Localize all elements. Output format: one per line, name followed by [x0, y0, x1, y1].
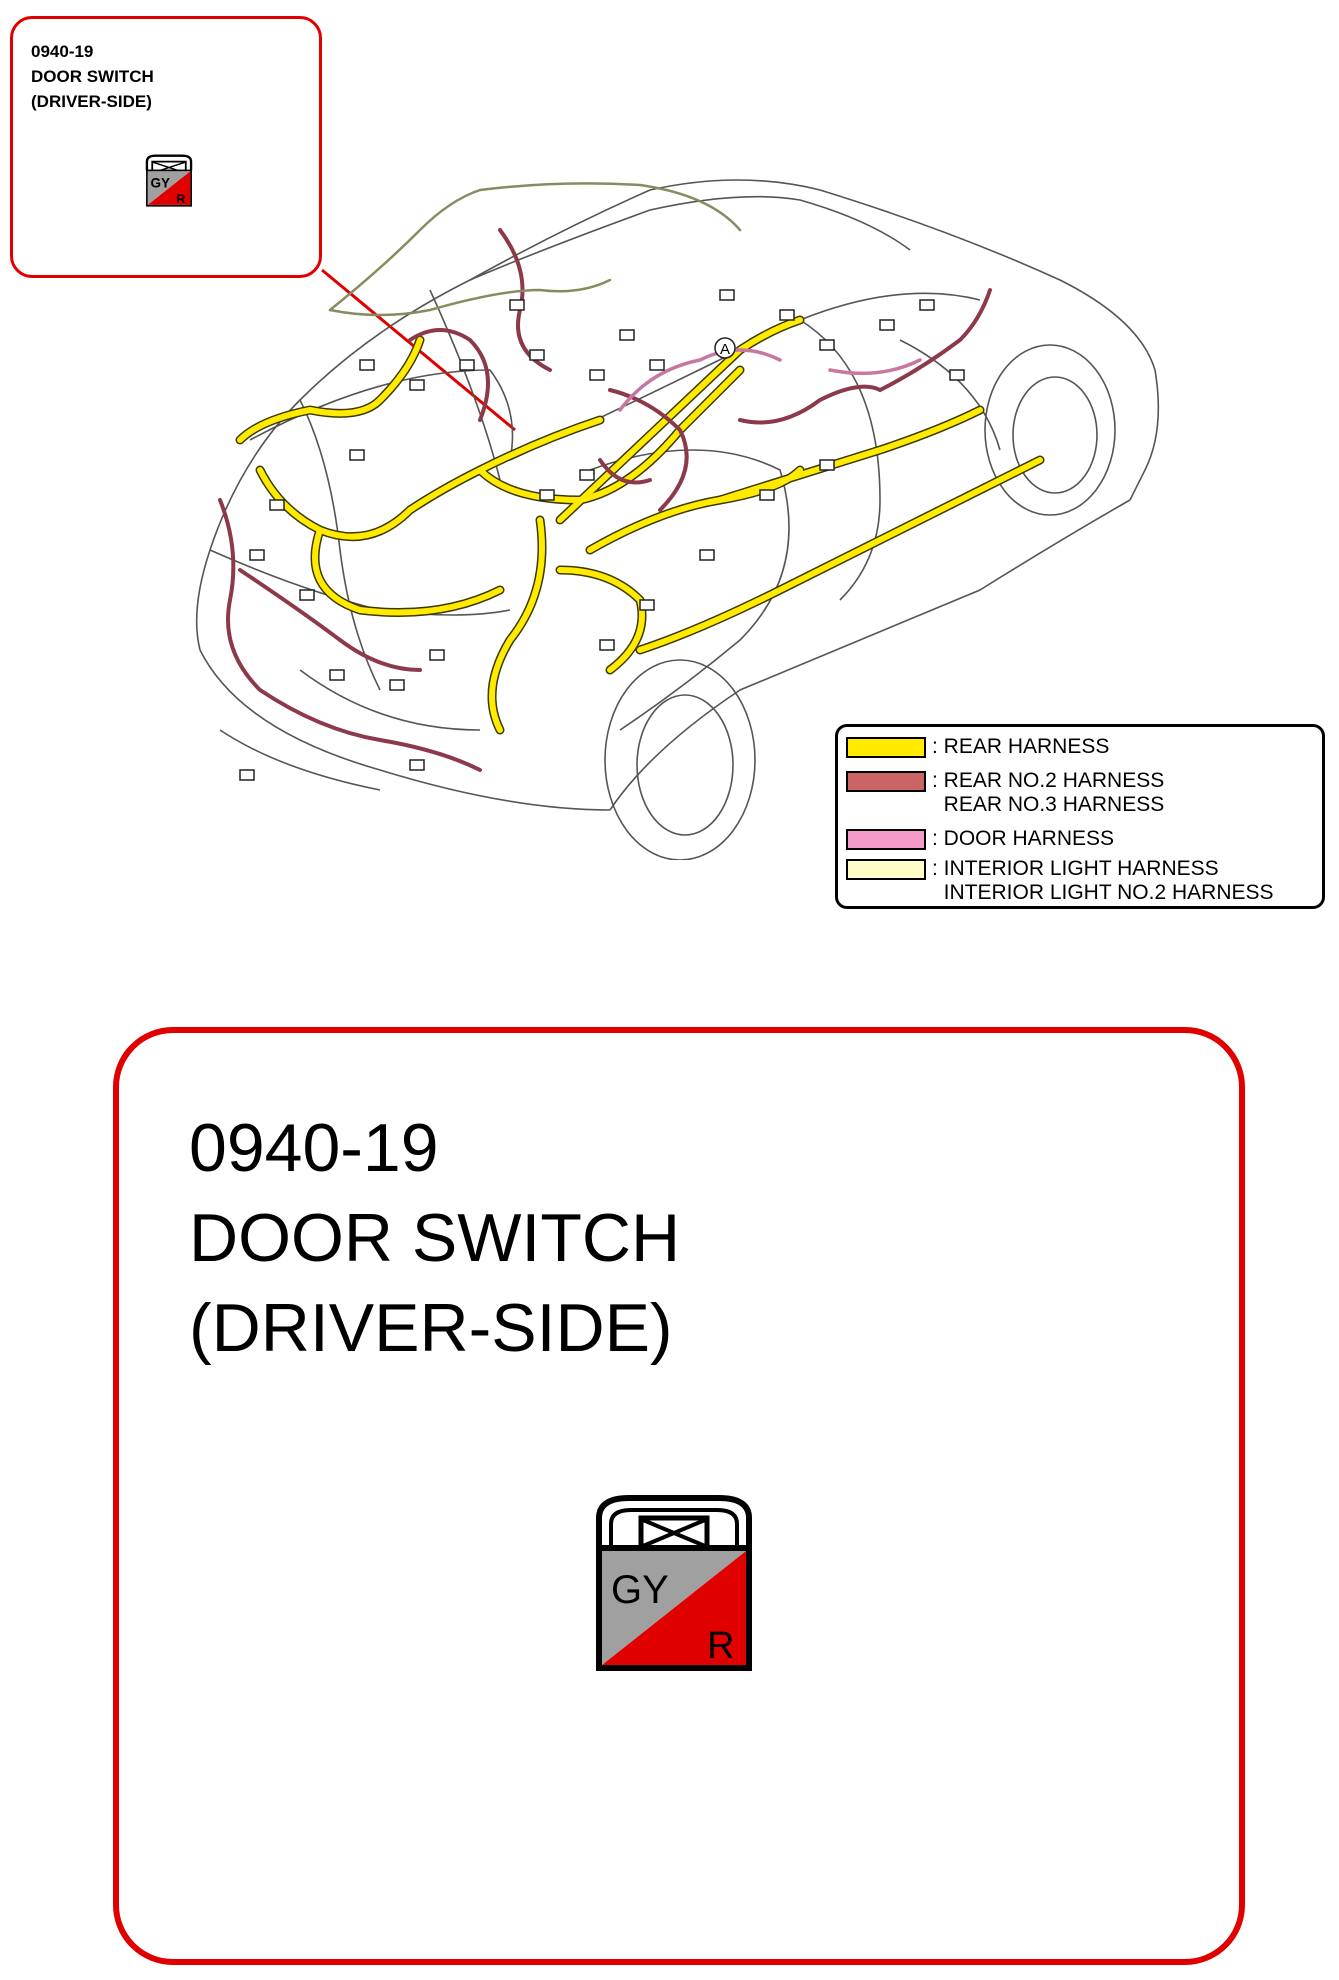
mini-color-right: R — [176, 192, 185, 206]
large-color-left: GY — [611, 1568, 669, 1612]
callout-text: 0940-19 DOOR SWITCH (DRIVER-SIDE) — [31, 39, 154, 114]
legend-label-rear-no2-harness: : REAR NO.2 HARNESS — [932, 769, 1165, 792]
legend-swatch-rear-no2-harness — [846, 771, 926, 792]
legend-item-rear-no2-harness: : REAR NO.2 HARNESS REAR NO.3 HARNESS — [846, 769, 1164, 817]
legend-label-interior-light-harness: : INTERIOR LIGHT HARNESS — [932, 857, 1219, 880]
detail-name-line1: DOOR SWITCH — [189, 1200, 681, 1276]
connector-callout-small[interactable]: 0940-19 DOOR SWITCH (DRIVER-SIDE) GY R — [10, 16, 322, 278]
legend-label-interior-light-no2-harness: INTERIOR LIGHT NO.2 HARNESS — [932, 881, 1274, 904]
legend-item-rear-harness: : REAR HARNESS — [846, 735, 1109, 759]
detail-name-line2: (DRIVER-SIDE) — [189, 1290, 673, 1366]
connector-icon-small: GY R — [145, 154, 193, 207]
mini-color-left: GY — [150, 176, 170, 191]
legend-swatch-door-harness — [846, 829, 926, 850]
legend-item-door-harness: : DOOR HARNESS — [846, 827, 1114, 851]
legend-label-rear-harness: : REAR HARNESS — [932, 735, 1110, 758]
legend-item-interior-light-harness: : INTERIOR LIGHT HARNESS INTERIOR LIGHT … — [846, 857, 1274, 905]
callout-name-line2: (DRIVER-SIDE) — [31, 92, 152, 111]
connector-detail-panel: 0940-19 DOOR SWITCH (DRIVER-SIDE) GY R — [113, 1027, 1245, 1965]
vehicle-harness-drawing: A — [195, 179, 1160, 860]
connector-r-region — [602, 1551, 746, 1665]
detail-code: 0940-19 — [189, 1110, 439, 1186]
large-color-right: R — [707, 1625, 734, 1667]
legend-swatch-interior-light-harness — [846, 859, 926, 880]
legend-label-rear-no3-harness: REAR NO.3 HARNESS — [932, 793, 1165, 816]
callout-name-line1: DOOR SWITCH — [31, 67, 154, 86]
point-a-label: A — [720, 341, 730, 358]
connector-icon-large: GY R — [596, 1495, 752, 1671]
point-a-marker — [714, 337, 736, 359]
detail-text: 0940-19 DOOR SWITCH (DRIVER-SIDE) — [189, 1103, 680, 1373]
harness-legend: : REAR HARNESS : REAR NO.2 HARNESS REAR … — [835, 724, 1325, 909]
callout-code: 0940-19 — [31, 42, 94, 61]
legend-swatch-rear-harness — [846, 737, 926, 758]
legend-label-door-harness: : DOOR HARNESS — [932, 827, 1115, 850]
